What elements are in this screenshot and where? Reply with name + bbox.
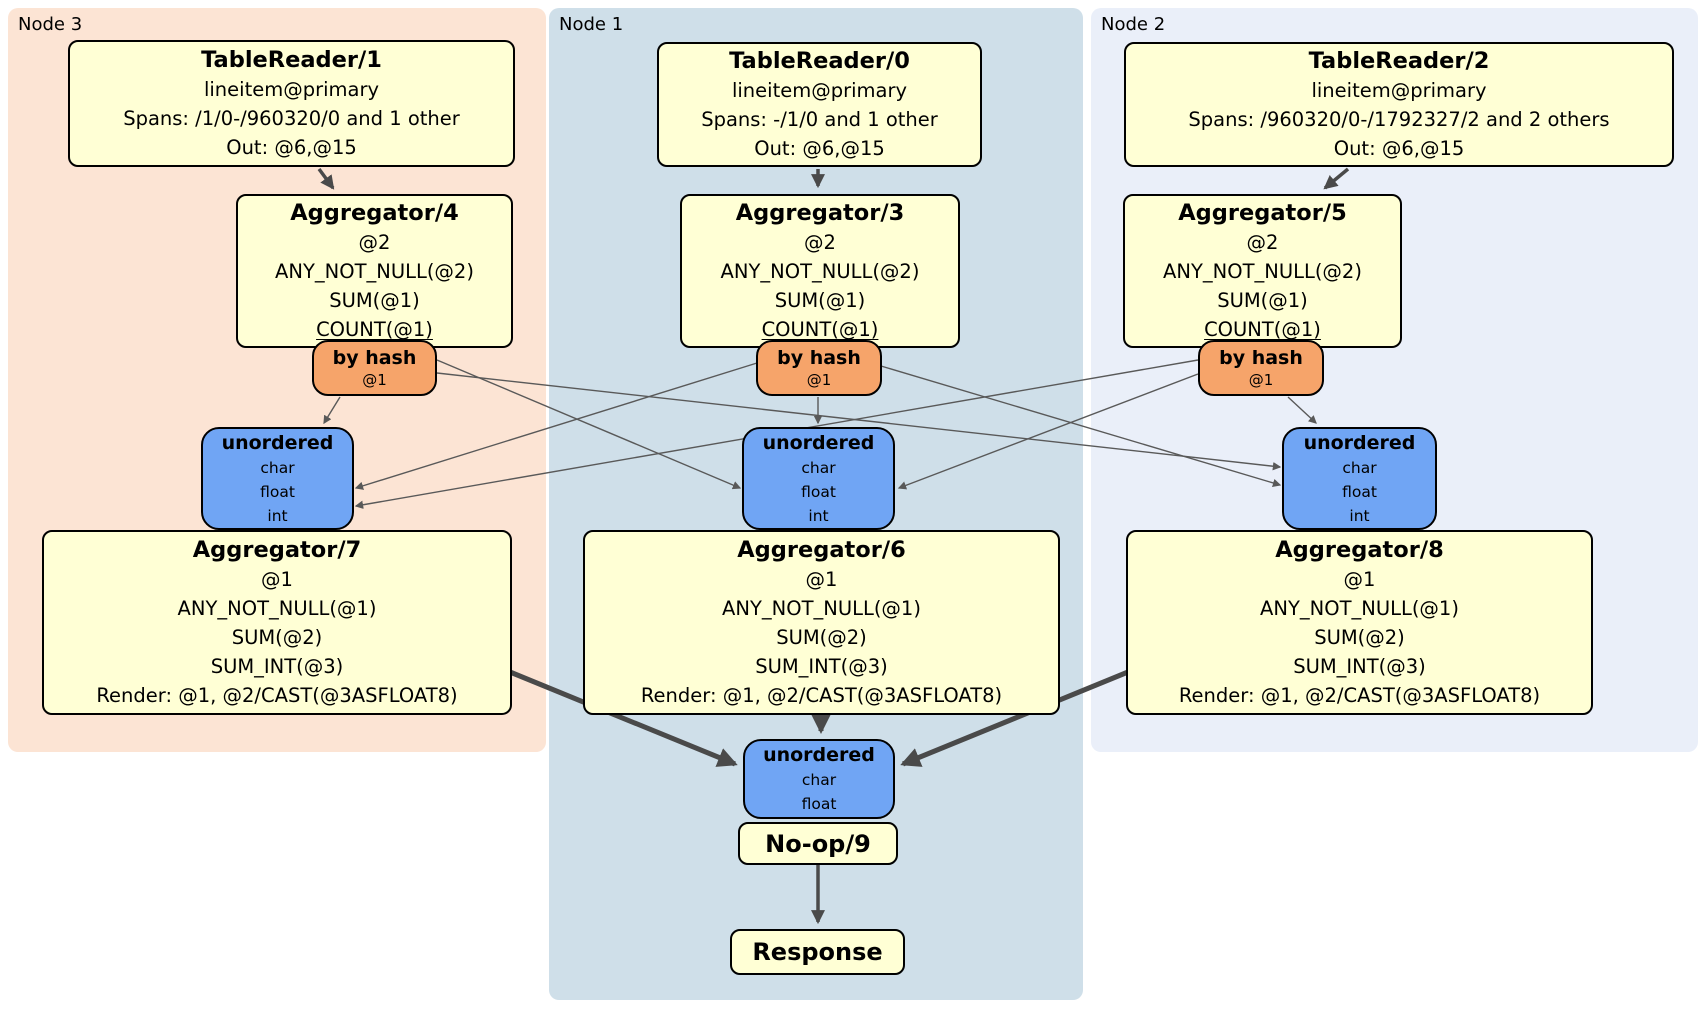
tablereader-2-spans: Spans: /960320/0-/1792327/2 and 2 others bbox=[1188, 108, 1610, 131]
aggregator-3-group: @2 bbox=[804, 231, 836, 254]
unordered-sync-output-title: unordered bbox=[763, 744, 875, 766]
sync-stream: char bbox=[1342, 458, 1377, 477]
tablereader-0-box: TableReader/0 lineitem@primary Spans: -/… bbox=[657, 42, 982, 167]
aggregator-5-box: Aggregator/5 @2 ANY_NOT_NULL(@2) SUM(@1)… bbox=[1123, 194, 1402, 348]
tablereader-0-title: TableReader/0 bbox=[729, 48, 910, 74]
aggregator-5-fn: ANY_NOT_NULL(@2) bbox=[1163, 260, 1362, 283]
unordered-sync-node1-title: unordered bbox=[762, 431, 875, 454]
aggregator-8-group: @1 bbox=[1343, 568, 1376, 591]
aggregator-7-fn: SUM_INT(@3) bbox=[210, 655, 344, 678]
aggregator-8-title: Aggregator/8 bbox=[1275, 537, 1444, 563]
node2-region-label: Node 2 bbox=[1101, 14, 1166, 35]
hash-router-node2: by hash @1 bbox=[1198, 340, 1324, 396]
aggregator-6-group: @1 bbox=[805, 568, 838, 591]
hash-router-node3-key: @1 bbox=[362, 371, 387, 389]
aggregator-8-fn: ANY_NOT_NULL(@1) bbox=[1260, 597, 1459, 620]
aggregator-7-fn: ANY_NOT_NULL(@1) bbox=[177, 597, 377, 620]
tablereader-2-title: TableReader/2 bbox=[1308, 48, 1490, 74]
aggregator-5-fn: SUM(@1) bbox=[1217, 289, 1308, 312]
aggregator-3-fn: SUM(@1) bbox=[774, 289, 866, 312]
sync-stream: int bbox=[1349, 506, 1370, 525]
aggregator-7-group: @1 bbox=[261, 568, 293, 591]
unordered-sync-node1: unordered char float int bbox=[742, 427, 895, 530]
unordered-sync-node2: unordered char float int bbox=[1282, 427, 1437, 530]
sync-stream: float bbox=[260, 482, 295, 501]
sync-stream: float bbox=[801, 795, 837, 813]
sync-stream: char bbox=[260, 458, 295, 477]
tablereader-2-index: lineitem@primary bbox=[1311, 79, 1487, 102]
tablereader-2-box: TableReader/2 lineitem@primary Spans: /9… bbox=[1124, 42, 1674, 167]
sync-stream: char bbox=[801, 458, 836, 477]
aggregator-3-title: Aggregator/3 bbox=[735, 200, 905, 226]
aggregator-8-fn: SUM(@2) bbox=[1314, 626, 1405, 649]
unordered-sync-output: unordered char float bbox=[743, 739, 895, 819]
aggregator-5-title: Aggregator/5 bbox=[1178, 200, 1347, 226]
response-title: Response bbox=[752, 938, 883, 966]
unordered-sync-node3-title: unordered bbox=[221, 431, 334, 454]
unordered-sync-node2-title: unordered bbox=[1303, 431, 1416, 454]
aggregator-7-box: Aggregator/7 @1 ANY_NOT_NULL(@1) SUM(@2)… bbox=[42, 530, 512, 715]
aggregator-8-box: Aggregator/8 @1 ANY_NOT_NULL(@1) SUM(@2)… bbox=[1126, 530, 1593, 715]
hash-router-node1: by hash @1 bbox=[756, 340, 882, 396]
hash-router-node3: by hash @1 bbox=[312, 340, 437, 396]
node3-region-label: Node 3 bbox=[18, 14, 83, 35]
tablereader-0-out: Out: @6,@15 bbox=[754, 137, 885, 160]
tablereader-1-box: TableReader/1 lineitem@primary Spans: /1… bbox=[68, 40, 515, 167]
aggregator-6-title: Aggregator/6 bbox=[737, 537, 906, 563]
hash-router-node3-title: by hash bbox=[332, 347, 417, 369]
sync-stream: int bbox=[267, 506, 288, 525]
aggregator-5-group: @2 bbox=[1246, 231, 1279, 254]
aggregator-4-fn: COUNT(@1) bbox=[316, 318, 433, 341]
aggregator-7-render: Render: @1, @2/CAST(@3ASFLOAT8) bbox=[96, 684, 458, 707]
sync-stream: int bbox=[808, 506, 829, 525]
aggregator-4-box: Aggregator/4 @2 ANY_NOT_NULL(@2) SUM(@1)… bbox=[236, 194, 513, 348]
tablereader-to-aggregator-edges bbox=[317, 167, 1350, 190]
node1-region-label: Node 1 bbox=[559, 14, 624, 35]
tablereader-0-index: lineitem@primary bbox=[731, 79, 908, 102]
sync-stream: float bbox=[801, 482, 836, 501]
hash-router-node2-title: by hash bbox=[1219, 347, 1303, 369]
tablereader-1-spans: Spans: /1/0-/960320/0 and 1 other bbox=[123, 107, 460, 130]
sync-stream: char bbox=[801, 771, 837, 789]
noop-title: No-op/9 bbox=[765, 829, 871, 858]
aggregator-7-fn: SUM(@2) bbox=[231, 626, 323, 649]
tablereader-0-spans: Spans: -/1/0 and 1 other bbox=[701, 108, 938, 131]
aggregator-4-title: Aggregator/4 bbox=[290, 200, 459, 226]
tablereader-1-title: TableReader/1 bbox=[201, 47, 382, 73]
aggregator-8-fn: SUM_INT(@3) bbox=[1293, 655, 1426, 678]
aggregator-7-title: Aggregator/7 bbox=[192, 537, 362, 563]
aggregator-3-box: Aggregator/3 @2 ANY_NOT_NULL(@2) SUM(@1)… bbox=[680, 194, 960, 348]
aggregator-6-fn: SUM_INT(@3) bbox=[755, 655, 888, 678]
aggregator-3-fn: COUNT(@1) bbox=[761, 318, 879, 341]
hash-router-node1-key: @1 bbox=[806, 371, 832, 389]
noop-box: No-op/9 bbox=[738, 822, 898, 865]
aggregator-6-box: Aggregator/6 @1 ANY_NOT_NULL(@1) SUM(@2)… bbox=[583, 530, 1060, 715]
unordered-sync-node3: unordered char float int bbox=[201, 427, 354, 530]
aggregator-3-fn: ANY_NOT_NULL(@2) bbox=[720, 260, 920, 283]
hash-router-node2-key: @1 bbox=[1248, 371, 1274, 389]
hash-router-node1-title: by hash bbox=[777, 347, 861, 369]
aggregator-4-fn: ANY_NOT_NULL(@2) bbox=[275, 260, 474, 283]
response-box: Response bbox=[730, 929, 905, 975]
aggregator-6-fn: SUM(@2) bbox=[776, 626, 867, 649]
aggregator-to-output-edges bbox=[509, 669, 1129, 767]
sync-stream: float bbox=[1342, 482, 1377, 501]
aggregator-4-fn: SUM(@1) bbox=[329, 289, 420, 312]
tablereader-2-out: Out: @6,@15 bbox=[1333, 137, 1465, 160]
aggregator-5-fn: COUNT(@1) bbox=[1204, 318, 1321, 341]
tablereader-1-out: Out: @6,@15 bbox=[226, 136, 357, 159]
aggregator-4-group: @2 bbox=[358, 231, 391, 254]
tablereader-1-index: lineitem@primary bbox=[203, 78, 380, 101]
aggregator-6-fn: ANY_NOT_NULL(@1) bbox=[722, 597, 921, 620]
aggregator-8-render: Render: @1, @2/CAST(@3ASFLOAT8) bbox=[1178, 684, 1541, 707]
aggregator-6-render: Render: @1, @2/CAST(@3ASFLOAT8) bbox=[640, 684, 1003, 707]
